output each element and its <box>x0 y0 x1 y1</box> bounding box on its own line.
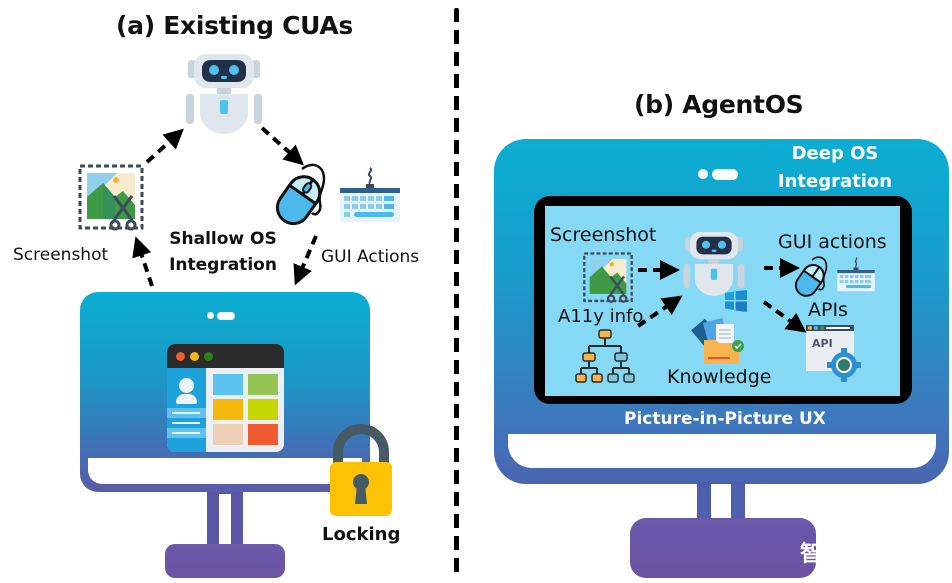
apis-label: APIs <box>808 299 848 321</box>
knowledge-folder-icon <box>691 317 744 364</box>
api-badge-label: API <box>812 337 833 350</box>
arrow-screenshot-to-robot <box>145 128 184 164</box>
deep-line1: Deep OS <box>791 143 879 164</box>
panel-b-title: (b) AgentOS <box>634 90 804 119</box>
locking-label: Locking <box>322 524 401 545</box>
mouse-icon <box>275 163 326 226</box>
robot-icon <box>683 232 745 296</box>
tree-icon <box>575 329 635 383</box>
gui-actions-label-b: GUI actions <box>778 231 887 253</box>
lock-icon <box>330 424 392 516</box>
mouse-icon <box>794 256 828 297</box>
deep-os-integration-label: Deep OS Integration <box>760 140 910 196</box>
monitor-base <box>630 518 816 578</box>
screenshot-label: Screenshot <box>13 245 109 265</box>
shallow-line1: Shallow OS <box>169 229 277 249</box>
shallow-line2: Integration <box>169 255 277 275</box>
keyboard-icon <box>340 167 400 222</box>
shallow-os-integration-label: Shallow OS Integration <box>160 226 286 278</box>
knowledge-label: Knowledge <box>667 366 772 388</box>
pip-ux-label: Picture-in-Picture UX <box>624 409 826 429</box>
api-gear-icon: API <box>806 325 861 382</box>
arrow-robot-to-mouse <box>260 126 304 166</box>
windows-logo-icon <box>725 290 747 312</box>
a11y-info-label: A11y info <box>558 306 644 327</box>
watermark-glyph: 智 <box>800 542 818 567</box>
monitor-icon <box>80 292 370 578</box>
monitor-neck-gap <box>711 484 731 528</box>
panel-a-title: (a) Existing CUAs <box>116 11 354 40</box>
arrow-actions-to-monitor <box>293 235 318 286</box>
app-window-icon <box>167 344 284 452</box>
screenshot-icon <box>583 252 633 303</box>
screenshot-icon <box>78 164 144 231</box>
deep-line2: Integration <box>777 171 893 192</box>
keyboard-icon <box>837 256 875 292</box>
screenshot-label-b: Screenshot <box>550 224 657 246</box>
arrow-monitor-to-screenshot <box>132 236 154 287</box>
gui-actions-label: GUI Actions <box>321 247 420 267</box>
panel-divider <box>454 8 459 576</box>
monitor-chin <box>508 434 936 468</box>
robot-icon <box>186 54 262 134</box>
